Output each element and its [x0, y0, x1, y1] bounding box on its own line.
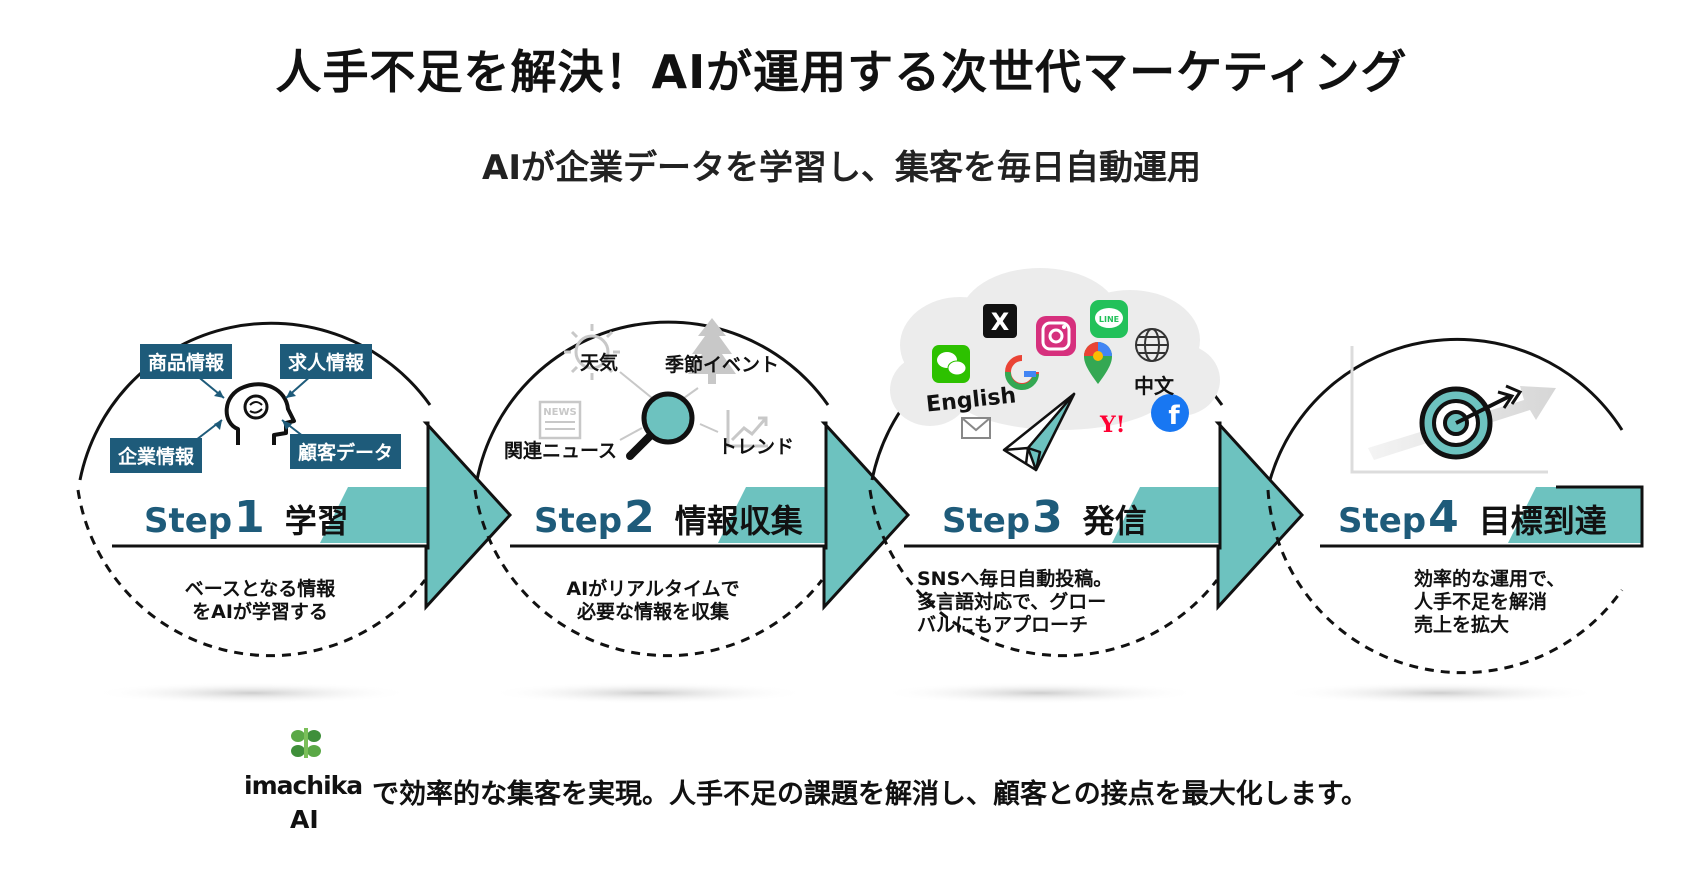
step-3-heading: Step 3 発信 — [942, 492, 1147, 552]
step-1-description: ベースとなる情報 をAIが学習する — [130, 578, 390, 624]
instagram-icon — [1036, 316, 1076, 356]
step-3-desc-line: バルにもアプローチ — [917, 614, 1089, 636]
label-chinese: 中文 — [1134, 374, 1174, 398]
step-4-label: 目標到達 — [1478, 502, 1607, 540]
step-1-arrow — [422, 421, 513, 611]
step-4-description: 効率的な運用で、 人手不足を解消 売上を拡大 — [1414, 568, 1604, 637]
step-1-group — [76, 321, 513, 658]
step-2-label: 情報収集 — [674, 502, 803, 540]
page-subtitle: AIが企業データを学習し、集客を毎日自動運用 — [482, 148, 1201, 188]
tag-customer-data: 顧客データ — [290, 434, 402, 469]
step-2-teal-wedge — [718, 487, 826, 543]
step-3-label: 発信 — [1082, 502, 1147, 540]
step-2-arc-dashed — [473, 489, 824, 658]
target-icon — [1419, 384, 1523, 460]
news-icon-text: NEWS — [543, 407, 576, 418]
facebook-icon: f — [1151, 394, 1189, 432]
step-1-teal-wedge — [320, 487, 428, 543]
paper-plane-icon — [1002, 392, 1076, 472]
step-1-label: 学習 — [284, 502, 349, 540]
mail-icon — [961, 417, 991, 439]
ground-shadow-3 — [880, 682, 1200, 704]
step-1-arc-dashed — [76, 489, 427, 658]
tag-job-info: 求人情報 — [280, 344, 373, 379]
step-1-arc-solid — [78, 321, 432, 481]
page-title: 人手不足を解決！AIが運用する次世代マーケティング — [275, 45, 1408, 99]
step-4-arc-solid — [1268, 337, 1624, 481]
step-3-desc-line: 多言語対応で、グロー — [917, 591, 1107, 613]
step-3-teal-wedge — [1112, 487, 1220, 543]
news-icon: NEWS — [538, 400, 582, 440]
step-1-word: Step — [144, 501, 233, 541]
step-4-number: 4 — [1428, 492, 1459, 543]
trend-icon — [726, 410, 768, 448]
imachika-logo-icon — [291, 728, 321, 758]
svg-text:LINE: LINE — [1099, 315, 1119, 324]
step-2-word: Step — [534, 501, 623, 541]
maps-pin-icon — [1084, 342, 1112, 384]
sun-icon — [564, 324, 620, 380]
step-4-teal-wedge — [1508, 487, 1642, 543]
label-seasonal-events: 季節イベント — [665, 354, 780, 376]
ground-shadow-1 — [92, 682, 412, 704]
step-2-desc-line: AIがリアルタイムで — [566, 578, 740, 600]
step-3-arrow — [1214, 421, 1305, 611]
step-1-desc-line: ベースとなる情報 — [184, 578, 336, 600]
step-3-desc-line: SNSへ毎日自動投稿。 — [917, 568, 1113, 590]
step-2-heading: Step 2 情報収集 — [534, 492, 803, 552]
step-2-number: 2 — [624, 492, 655, 543]
google-icon — [1004, 355, 1039, 391]
globe-icon — [1135, 328, 1169, 362]
step-3-arc-dashed — [868, 489, 1219, 658]
ground-shadow-4 — [1280, 682, 1600, 704]
step-3-description: SNSへ毎日自動投稿。 多言語対応で、グロー バルにもアプローチ — [917, 568, 1147, 637]
step-1-heading: Step 1 学習 — [144, 492, 349, 552]
tree-icon — [688, 318, 736, 384]
yahoo-icon: Y! — [1099, 412, 1125, 438]
step-4-arc-dashed — [1266, 489, 1624, 675]
step-2-desc-line: 必要な情報を収集 — [576, 601, 729, 623]
svg-text:f: f — [1168, 401, 1180, 431]
head-brain-icon — [224, 382, 296, 445]
label-trend: トレンド — [718, 436, 795, 458]
label-related-news: 関連ニュース — [504, 440, 618, 462]
step-1-number: 1 — [234, 492, 265, 543]
brand-sub: AI — [290, 805, 319, 834]
step-2-arrow — [820, 421, 911, 611]
line-icon: LINE — [1090, 300, 1128, 338]
brand-name: imachika — [244, 771, 363, 800]
step-3-number: 3 — [1032, 492, 1063, 543]
label-weather: 天気 — [580, 352, 619, 374]
ground-shadow-2 — [488, 682, 808, 704]
magnifier-icon — [626, 391, 695, 460]
step-2-description: AIがリアルタイムで 必要な情報を収集 — [523, 578, 783, 624]
step-2-arc-solid — [475, 320, 830, 481]
wechat-icon — [932, 345, 970, 383]
step-4-desc-line: 効率的な運用で、 — [1414, 568, 1566, 590]
step-4-word: Step — [1338, 501, 1427, 541]
step-4-heading: Step 4 目標到達 — [1338, 492, 1607, 552]
step-3-group: X LINE — [868, 268, 1305, 658]
step-4-desc-line: 売上を拡大 — [1414, 614, 1510, 636]
svg-text:X: X — [991, 308, 1010, 336]
step-4-desc-line: 人手不足を解消 — [1414, 591, 1548, 613]
tag-product-info: 商品情報 — [140, 344, 233, 379]
footer-text: で効率的な集客を実現。人手不足の課題を解消し、顧客との接点を最大化します。 — [372, 779, 1369, 810]
step-4-group — [1266, 337, 1644, 675]
step-1-desc-line: をAIが学習する — [192, 601, 328, 623]
tag-company-info: 企業情報 — [110, 438, 203, 473]
x-icon: X — [983, 304, 1017, 338]
step-2-group: NEWS — [473, 318, 911, 658]
step-3-word: Step — [942, 501, 1031, 541]
